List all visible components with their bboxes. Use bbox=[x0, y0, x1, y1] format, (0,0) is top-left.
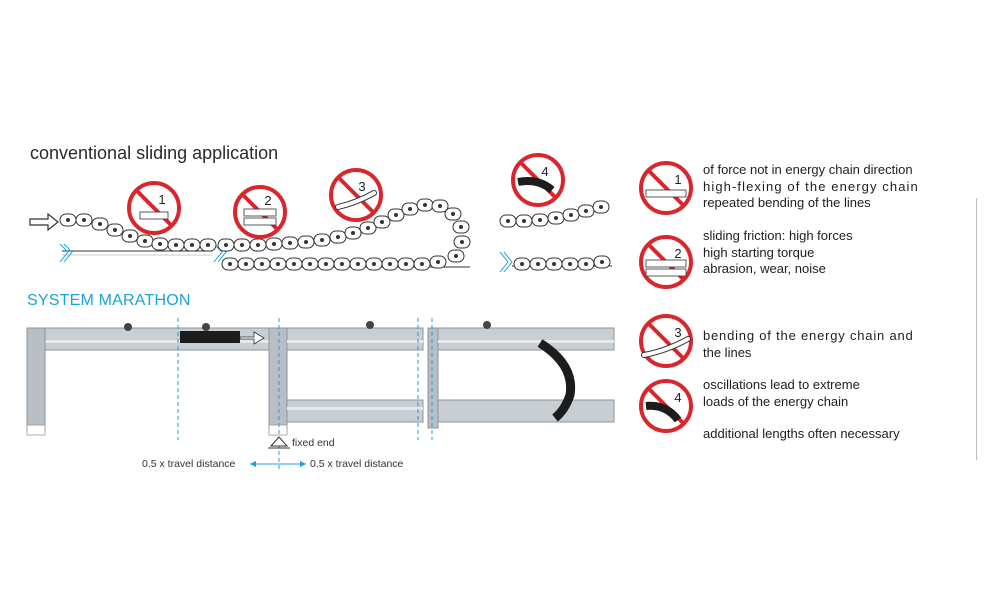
annotation-line: the lines bbox=[703, 344, 752, 360]
marathon-rail bbox=[26, 318, 615, 470]
annotation-3: bending of the energy chain and the line… bbox=[703, 328, 914, 361]
marathon-arrow-icon bbox=[239, 331, 265, 345]
prohibit-sign-3-icon bbox=[329, 168, 383, 222]
badge-number: 3 bbox=[674, 325, 681, 340]
annotation-line: abrasion, wear, noise bbox=[703, 261, 826, 276]
annotation-4: oscillations lead to extreme loads of th… bbox=[703, 377, 900, 443]
chain-conventional-right bbox=[499, 200, 611, 271]
badge-number: 3 bbox=[358, 179, 365, 194]
annotation-line: repeated bending of the lines bbox=[703, 195, 871, 210]
annotation-line: high-flexing of the energy chain bbox=[703, 178, 919, 194]
badge-number: 2 bbox=[674, 246, 681, 261]
annotation-1: of force not in energy chain direction h… bbox=[703, 162, 965, 212]
divider-line bbox=[976, 198, 977, 460]
legend-sign-4-icon bbox=[639, 379, 693, 433]
annotation-line: high starting torque bbox=[703, 244, 815, 260]
badge-number: 4 bbox=[674, 390, 681, 405]
legend-sign-3-icon bbox=[639, 314, 693, 368]
fixed-end-label: fixed end bbox=[292, 437, 335, 449]
travel-distance-right: 0.5 x travel distance bbox=[310, 458, 404, 470]
chain-conventional-lower bbox=[221, 255, 447, 271]
annotation-line: additional lengths often necessary bbox=[703, 426, 900, 441]
badge-number: 4 bbox=[541, 164, 548, 179]
marathon-heading: SYSTEM MARATHON bbox=[27, 292, 191, 309]
prohibit-sign-4-icon bbox=[511, 153, 565, 207]
annotation-2: sliding friction: high forces high start… bbox=[703, 228, 853, 278]
badge-number: 1 bbox=[674, 172, 681, 187]
annotation-line bbox=[703, 410, 900, 426]
annotation-line: sliding friction: high forces bbox=[703, 228, 853, 243]
conventional-heading: conventional sliding application bbox=[30, 143, 279, 163]
badge-number: 2 bbox=[264, 193, 271, 208]
legend-sign-1-icon bbox=[639, 161, 693, 215]
legend-sign-2-icon bbox=[639, 235, 693, 289]
fixed-end-icon bbox=[269, 436, 289, 447]
prohibit-sign-2-icon bbox=[233, 185, 287, 239]
badge-number: 1 bbox=[158, 192, 165, 207]
annotation-line: oscillations lead to extreme bbox=[703, 377, 860, 392]
travel-distance-left: 0.5 x travel distance bbox=[142, 458, 236, 470]
annotation-line: bending of the energy chain and bbox=[703, 328, 914, 343]
annotation-line: of force not in energy chain direction bbox=[703, 162, 913, 177]
prohibit-sign-1-icon bbox=[127, 181, 181, 235]
push-arrow-icon bbox=[29, 212, 59, 232]
annotation-line: loads of the energy chain bbox=[703, 393, 849, 409]
